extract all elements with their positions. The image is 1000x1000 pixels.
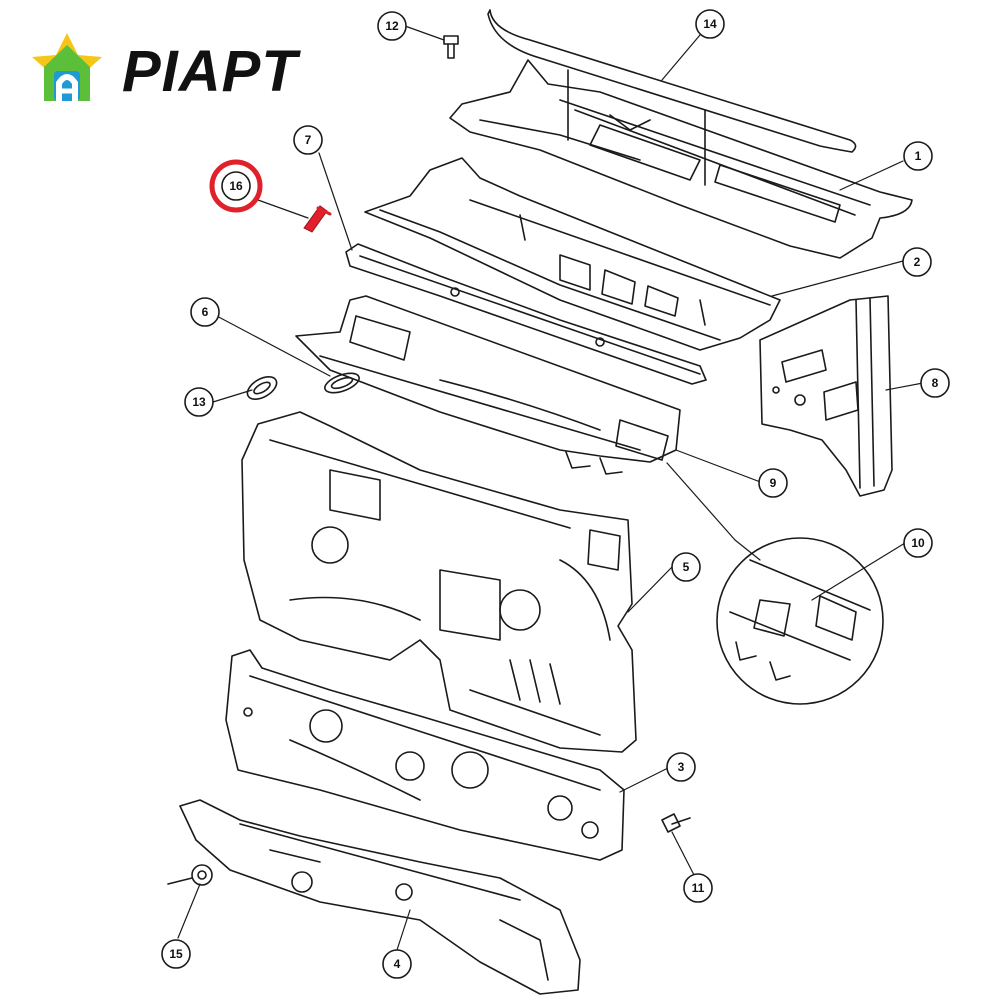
part-10-detail-view bbox=[716, 537, 884, 705]
part-8-side-panel bbox=[759, 295, 893, 497]
part-2-cowl-plenum bbox=[364, 157, 781, 351]
callout-1: 1 bbox=[903, 141, 933, 171]
part-15-nut bbox=[167, 864, 213, 886]
brand-name: PIAPT bbox=[122, 38, 298, 104]
callout-16-label: 16 bbox=[229, 179, 243, 193]
part-1-cowl-top-panel bbox=[449, 59, 913, 259]
callout-11: 11 bbox=[683, 873, 713, 903]
callout-3-label: 3 bbox=[678, 760, 685, 774]
callout-11-label: 11 bbox=[692, 881, 705, 895]
callout-2-label: 2 bbox=[914, 255, 921, 269]
callout-12: 12 bbox=[377, 11, 407, 41]
callout-16-highlighted: 16 bbox=[209, 159, 263, 213]
callout-8: 8 bbox=[920, 368, 950, 398]
part-14-weatherstrip bbox=[487, 9, 857, 186]
callout-13-label: 13 bbox=[192, 395, 206, 409]
brand-logo: PIAPT bbox=[28, 26, 298, 116]
part-5-dash-panel bbox=[241, 411, 637, 753]
callout-10-label: 10 bbox=[911, 536, 925, 550]
part-13-grommet bbox=[246, 376, 278, 400]
callout-6-label: 6 bbox=[202, 305, 209, 319]
callout-1-label: 1 bbox=[915, 149, 922, 163]
part-9-dash-upper-panel bbox=[295, 295, 681, 475]
callout-13: 13 bbox=[184, 387, 214, 417]
callout-9: 9 bbox=[758, 468, 788, 498]
callout-4: 4 bbox=[382, 949, 412, 979]
leader-lines bbox=[177, 25, 924, 951]
part-12-bolt bbox=[443, 35, 459, 59]
part-16-push-pin bbox=[303, 205, 332, 233]
callout-14: 14 bbox=[695, 9, 725, 39]
part-6-grommet bbox=[324, 372, 360, 394]
part-11-bolt bbox=[661, 813, 691, 833]
callout-10: 10 bbox=[903, 528, 933, 558]
callout-7: 7 bbox=[293, 125, 323, 155]
callout-5-label: 5 bbox=[683, 560, 690, 574]
callout-14-label: 14 bbox=[703, 17, 717, 31]
callout-3: 3 bbox=[666, 752, 696, 782]
brand-logo-icon bbox=[32, 33, 102, 104]
callout-2: 2 bbox=[902, 247, 932, 277]
callout-7-label: 7 bbox=[305, 133, 312, 147]
callout-4-label: 4 bbox=[394, 957, 401, 971]
callout-12-label: 12 bbox=[385, 19, 399, 33]
part-4-lower-crossmember bbox=[179, 799, 581, 995]
callout-9-label: 9 bbox=[770, 476, 777, 490]
part-7-cowl-reinforcement bbox=[345, 243, 707, 385]
callout-6: 6 bbox=[190, 297, 220, 327]
callout-8-label: 8 bbox=[932, 376, 939, 390]
part-3-lower-dash-panel bbox=[225, 649, 625, 861]
callout-5: 5 bbox=[671, 552, 701, 582]
callout-15-label: 15 bbox=[169, 947, 183, 961]
callout-15: 15 bbox=[161, 939, 191, 969]
